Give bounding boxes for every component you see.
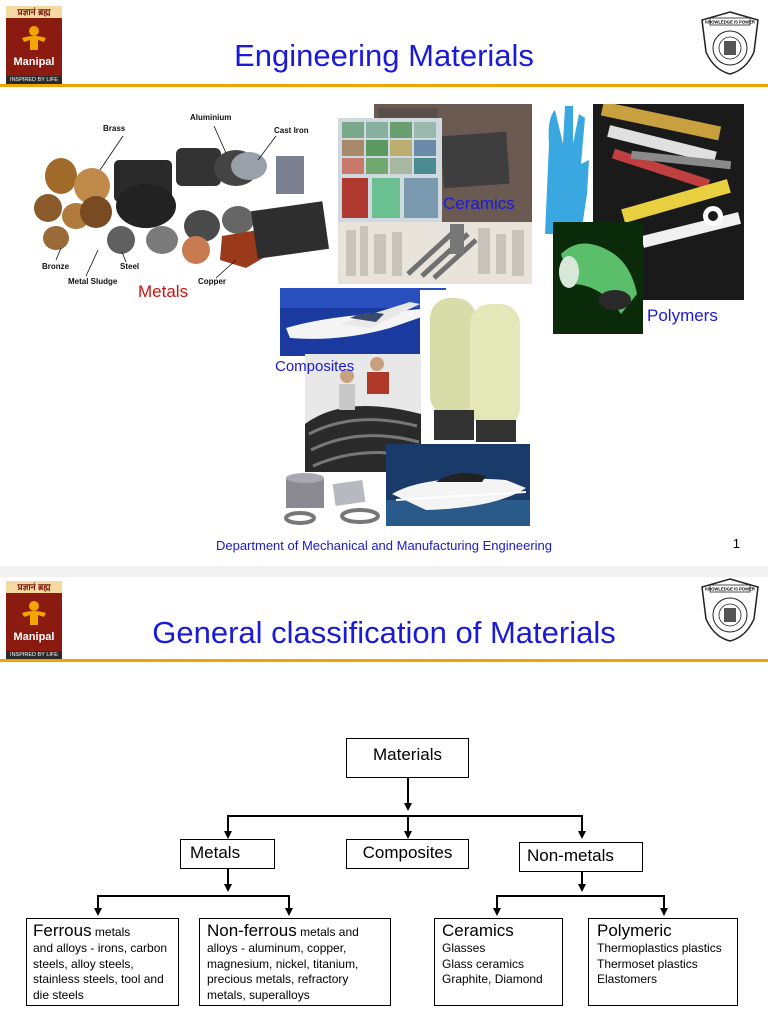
manipal-emblem-icon xyxy=(22,26,46,50)
composites-tanks-photo xyxy=(420,290,530,442)
list-item: Glasses xyxy=(442,941,486,955)
node-nonferrous-body: alloys - aluminum, copper, magnesium, ni… xyxy=(207,941,359,1002)
page-title: General classification of Materials xyxy=(152,615,616,650)
node-ferrous-head: Ferrous xyxy=(33,921,92,940)
caption-ceramics: Ceramics xyxy=(443,194,515,213)
node-ferrous-body: and alloys - irons, carbon steels, alloy… xyxy=(33,941,168,1002)
seal-motto: KNOWLEDGE IS POWER xyxy=(705,587,755,592)
connector-line xyxy=(227,815,583,817)
connector-line xyxy=(496,895,665,897)
label-aluminium: Aluminium xyxy=(190,113,232,122)
connector-line xyxy=(227,815,229,831)
polymers-photo xyxy=(541,104,744,334)
node-ferrous: Ferrous metals and alloys - irons, carbo… xyxy=(26,918,179,1006)
node-materials-label: Materials xyxy=(373,745,442,764)
composites-plane-photo xyxy=(280,288,446,356)
title-rule xyxy=(0,659,768,662)
connector-line xyxy=(496,895,498,909)
arrow-down-icon xyxy=(404,803,412,811)
logo-tagline: INSPIRED BY LIFE xyxy=(6,76,62,84)
metals-photo xyxy=(26,108,332,293)
arrow-down-icon xyxy=(578,884,586,892)
institute-seal-icon: KNOWLEDGE IS POWER xyxy=(701,578,759,642)
arrow-down-icon xyxy=(224,884,232,892)
arrow-down-icon xyxy=(224,831,232,839)
node-ceramics-head: Ceramics xyxy=(442,921,514,940)
arrow-down-icon xyxy=(404,831,412,839)
connector-line xyxy=(97,895,99,909)
ceramics-photo xyxy=(338,104,532,284)
label-cast-iron: Cast Iron xyxy=(274,126,309,135)
label-metal-sludge: Metal Sludge xyxy=(68,277,118,286)
label-brass: Brass xyxy=(103,124,126,133)
arrow-down-icon xyxy=(660,908,668,916)
slide-engineering-materials: प्रज्ञानं ब्रह्म Manipal INSPIRED BY LIF… xyxy=(0,6,768,553)
node-ceramics: Ceramics Glasses Glass ceramics Graphite… xyxy=(434,918,563,1006)
connector-line xyxy=(407,777,409,805)
title-rule xyxy=(0,84,768,87)
arrow-down-icon xyxy=(94,908,102,916)
label-steel: Steel xyxy=(120,262,140,271)
node-nonmetals-label: Non-metals xyxy=(527,846,614,865)
connector-line xyxy=(97,895,290,897)
node-nonferrous-head: Non-ferrous xyxy=(207,921,297,940)
connector-line xyxy=(288,895,290,909)
caption-polymers: Polymers xyxy=(647,306,718,325)
list-item: Thermoplastics plastics xyxy=(597,941,722,955)
manipal-logo: प्रज्ञानं ब्रह्म Manipal INSPIRED BY LIF… xyxy=(6,6,62,84)
logo-devanagari-text: प्रज्ञानं ब्रह्म xyxy=(6,6,62,18)
arrow-down-icon xyxy=(578,831,586,839)
composites-boat-photo xyxy=(386,444,530,526)
slide-separator xyxy=(0,566,768,577)
arrow-down-icon xyxy=(285,908,293,916)
connector-line xyxy=(581,815,583,831)
node-nonferrous-rest: metals and xyxy=(296,925,359,939)
node-nonmetals: Non-metals xyxy=(519,842,643,872)
list-item: Glass ceramics xyxy=(442,956,525,971)
slide-classification: प्रज्ञानं ब्रह्म Manipal INSPIRED BY LIF… xyxy=(0,577,768,1024)
node-polymeric-head: Polymeric xyxy=(597,921,672,940)
manipal-emblem-icon xyxy=(22,601,46,625)
label-copper: Copper xyxy=(198,277,226,286)
composites-rings-photo xyxy=(280,472,386,526)
page-number: 1 xyxy=(732,536,740,551)
connector-line xyxy=(581,871,583,886)
connector-line xyxy=(663,895,665,909)
node-metals: Metals xyxy=(180,839,275,869)
label-bronze: Bronze xyxy=(42,262,70,271)
connector-line xyxy=(227,868,229,886)
seal-motto: KNOWLEDGE IS POWER xyxy=(705,20,755,25)
node-materials: Materials xyxy=(346,738,469,778)
manipal-logo: प्रज्ञानं ब्रह्म Manipal INSPIRED BY LIF… xyxy=(6,581,62,659)
page-title: Engineering Materials xyxy=(234,38,534,73)
connector-line xyxy=(407,815,409,831)
footer-department: Department of Mechanical and Manufacturi… xyxy=(215,538,553,553)
caption-metals: Metals xyxy=(138,282,189,301)
node-composites-label: Composites xyxy=(362,843,453,862)
logo-devanagari-text: प्रज्ञानं ब्रह्म xyxy=(6,581,62,593)
logo-tagline: INSPIRED BY LIFE xyxy=(6,651,62,659)
logo-name: Manipal xyxy=(13,631,55,643)
node-ferrous-rest: metals xyxy=(91,925,131,939)
node-metals-label: Metals xyxy=(190,843,241,862)
list-item: Thermoset plastics xyxy=(597,956,698,971)
node-nonferrous: Non-ferrous metals and alloys - aluminum… xyxy=(199,918,391,1006)
logo-name: Manipal xyxy=(13,56,55,68)
node-composites: Composites xyxy=(346,839,469,869)
caption-composites: Composites xyxy=(275,358,355,375)
arrow-down-icon xyxy=(493,908,501,916)
list-item: Elastomers xyxy=(597,972,658,986)
node-polymeric: Polymeric Thermoplastics plastics Thermo… xyxy=(588,918,738,1006)
institute-seal-icon: KNOWLEDGE IS POWER xyxy=(701,11,759,75)
list-item: Graphite, Diamond xyxy=(442,972,543,986)
